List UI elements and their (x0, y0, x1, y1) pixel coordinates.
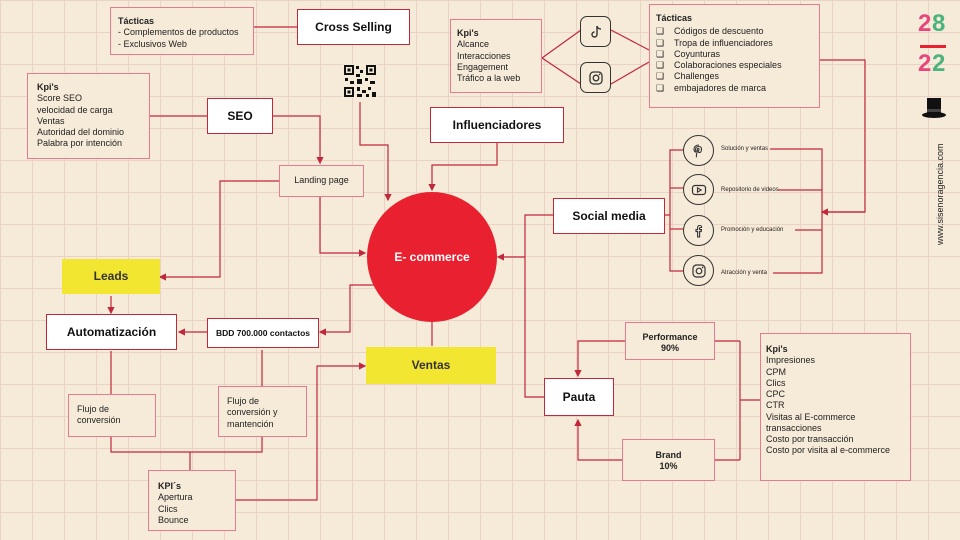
cross-selling-node: Cross Selling (297, 9, 410, 45)
performance-value: 90% (660, 343, 679, 354)
social-channel-label-2: Repositorio de videos (721, 187, 779, 193)
cross-selling-tactics-box: Tácticas - Complementos de productos - E… (110, 7, 254, 55)
social-media-node: Social media (553, 198, 665, 234)
flujo-conversion-line-2: conversión (77, 415, 121, 426)
landing-page-box: Landing page (279, 165, 364, 197)
brand-logo: 2 8 2 2 (918, 12, 948, 88)
pauta-kpi-6: Visitas al E-commerce (766, 411, 856, 422)
flujo-mantencion-line-2: conversión y (227, 407, 278, 418)
social-channel-label-3: Promoción y educación (721, 227, 784, 233)
seo-kpi-2: velocidad de carga (37, 104, 113, 115)
influencers-kpi-1: Alcance (457, 39, 490, 50)
seo-kpi-title: Kpi's (37, 82, 59, 92)
influencers-tactics-box: Tácticas ❑Códigos de descuento ❑Tropa de… (649, 4, 820, 108)
kpis-automatizacion-title: KPI´s (158, 481, 182, 491)
pauta-kpi-3: Clics (766, 377, 786, 388)
flujo-conversion-box: Flujo de conversión (68, 394, 156, 437)
performance-box: Performance 90% (625, 322, 715, 360)
qr-code-icon (343, 64, 377, 98)
kpi-auto-3: Bounce (158, 514, 189, 525)
pauta-kpi-title: Kpi's (766, 344, 788, 354)
seo-kpi-3: Ventas (37, 115, 65, 126)
influencers-kpi-title: Kpi's (457, 28, 479, 38)
ventas-node: Ventas (366, 347, 496, 384)
seo-kpi-5: Palabra por intención (37, 138, 123, 149)
kpis-automatizacion-box: KPI´s Apertura Clics Bounce (148, 470, 236, 531)
influencers-kpi-4: Tráfico a la web (457, 73, 521, 83)
logo-digit-4: 2 (932, 50, 946, 77)
logo-divider (920, 45, 946, 48)
tiktok-icon (580, 16, 611, 47)
seo-kpi-1: Score SEO (37, 93, 83, 104)
logo-digit-2: 8 (932, 10, 946, 37)
influencers-node: Influenciadores (430, 107, 564, 143)
brand-label: Brand (655, 450, 682, 460)
youtube-icon (683, 174, 714, 205)
landing-page-label: Landing page (294, 175, 349, 186)
list-item: ❑Colaboraciones especiales (656, 60, 782, 70)
pauta-kpi-9: Costo por visita al e-commerce (766, 445, 891, 456)
bdd-node: BDD 700.000 contactos (207, 318, 319, 348)
influencers-kpi-2: Interacciones (457, 50, 511, 61)
influencers-tactics-title: Tácticas (656, 13, 693, 23)
logo-digit-1: 2 (918, 10, 932, 37)
seo-kpi-4: Autoridad del dominio (37, 127, 125, 137)
facebook-icon (683, 215, 714, 246)
pauta-kpi-box: Kpi's Impresiones CPM Clics CPC CTR Visi… (760, 333, 911, 481)
ecommerce-label: E- commerce (394, 250, 470, 264)
kpi-auto-1: Apertura (158, 492, 193, 503)
automatizacion-node: Automatización (46, 314, 177, 350)
list-item: ❑Tropa de influenciadores (656, 37, 773, 48)
cross-selling-tactic-2: - Exclusivos Web (118, 38, 187, 49)
instagram-icon (683, 255, 714, 286)
performance-label: Performance (642, 332, 698, 342)
influencers-kpi-box: Kpi's Alcance Interacciones Engagement T… (450, 19, 542, 93)
cross-selling-tactics-title: Tácticas (118, 16, 155, 26)
logo-digit-3: 2 (918, 50, 932, 77)
flujo-mantencion-box: Flujo de conversión y mantención (218, 386, 307, 437)
list-item: ❑Códigos de descuento (656, 26, 764, 37)
leads-node: Leads (62, 259, 160, 294)
list-item: ❑embajadores de marca (656, 82, 767, 93)
cross-selling-tactic-1: - Complementos de productos (118, 27, 239, 38)
social-channel-label-1: Solución y ventas (721, 146, 769, 152)
instagram-icon (580, 62, 611, 93)
seo-kpi-box: Kpi's Score SEO velocidad de carga Venta… (27, 73, 150, 159)
pauta-kpi-4: CPC (766, 389, 786, 399)
flujo-conversion-line-1: Flujo de (77, 404, 110, 414)
pauta-kpi-5: CTR (766, 400, 785, 411)
flujo-mantencion-line-1: Flujo de (227, 396, 260, 406)
list-item: ❑Coyunturas (656, 48, 721, 59)
pauta-kpi-2: CPM (766, 366, 786, 377)
brand-value: 10% (659, 461, 678, 472)
brand-box: Brand 10% (622, 439, 715, 481)
ecommerce-center-node: E- commerce (367, 192, 497, 322)
pauta-kpi-7: transacciones (766, 422, 822, 433)
pauta-kpi-8: Costo por transacción (766, 434, 854, 444)
kpi-auto-2: Clics (158, 503, 178, 514)
pauta-node: Pauta (544, 378, 614, 416)
flujo-mantencion-line-3: mantención (227, 418, 274, 429)
top-hat-icon (922, 98, 946, 118)
influencers-kpi-3: Engagement (457, 61, 509, 72)
website-text: www.sisenoragencia.com (935, 143, 945, 245)
social-channel-label-4: Atracción y venta (721, 270, 768, 276)
seo-node: SEO (207, 98, 273, 134)
pinterest-icon (683, 135, 714, 166)
list-item: ❑Challenges (656, 71, 720, 82)
pauta-kpi-1: Impresiones (766, 355, 816, 366)
